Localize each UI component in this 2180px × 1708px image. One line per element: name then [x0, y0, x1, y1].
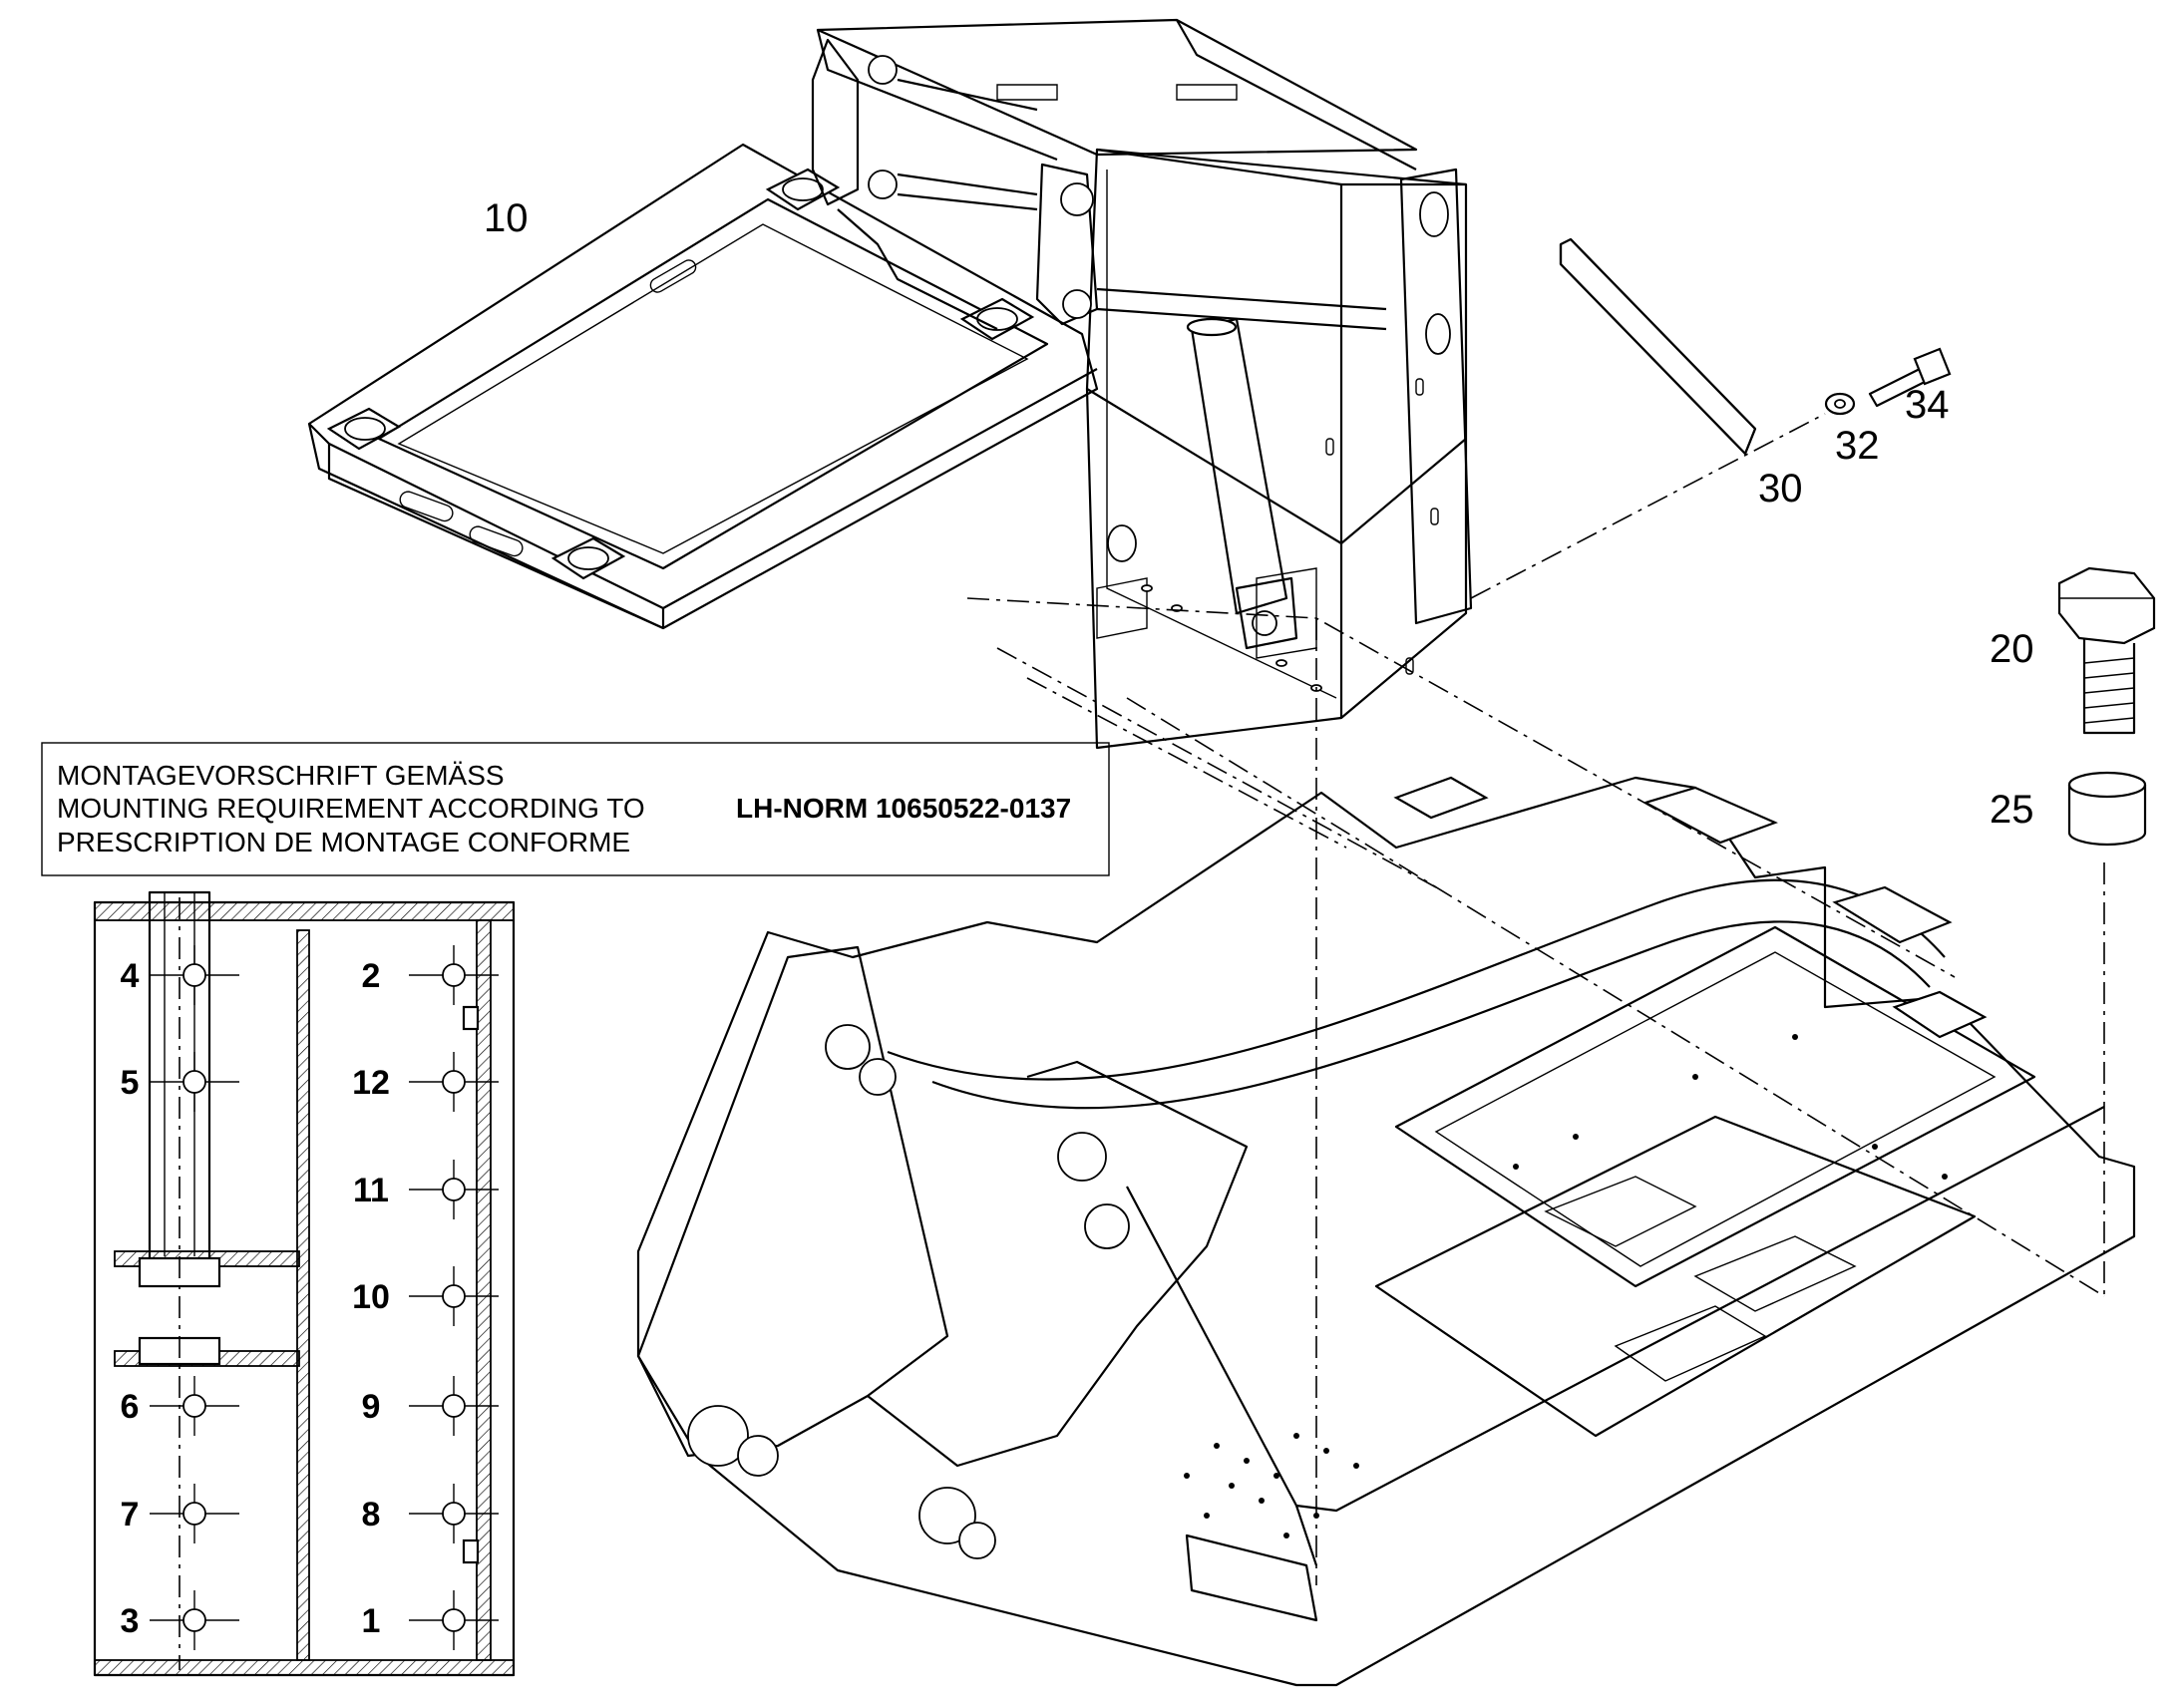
bolt-position	[442, 1070, 466, 1094]
bolt-position	[182, 1502, 206, 1526]
callout-cover-plate: 30	[1758, 467, 1803, 511]
callout-bolt: 20	[1990, 627, 2034, 671]
callout-screw: 34	[1905, 383, 1950, 427]
callout-labels: 10 30 32 34 20 25	[484, 196, 2034, 832]
washer-part-32	[1824, 392, 1856, 416]
sequence-number: 11	[353, 1172, 389, 1209]
bolt-position	[442, 1178, 466, 1201]
sequence-left-column: 4 5 6 7 3	[121, 945, 239, 1650]
sequence-number: 10	[352, 1278, 390, 1316]
callout-sleeve: 25	[1990, 788, 2034, 832]
bolt-position	[442, 1284, 466, 1308]
bolt-position	[442, 1394, 466, 1418]
bolt-position	[182, 1394, 206, 1418]
sequence-number: 4	[121, 957, 140, 995]
sequence-number: 9	[362, 1388, 381, 1426]
note-line-fr: PRESCRIPTION DE MONTAGE CONFORME	[57, 827, 630, 857]
bolt-position	[182, 1608, 206, 1632]
sequence-number: 2	[362, 957, 381, 995]
bolt-position	[182, 1070, 206, 1094]
sequence-number: 1	[362, 1602, 381, 1640]
bolt-position	[442, 1502, 466, 1526]
note-line-en: MOUNTING REQUIREMENT ACCORDING TO	[57, 793, 645, 824]
sequence-number: 7	[121, 1496, 140, 1534]
sequence-number: 12	[352, 1064, 390, 1102]
note-standard: LH-NORM 10650522-0137	[736, 793, 1071, 824]
screw-part-34	[1868, 347, 1952, 408]
sequence-number: 8	[362, 1496, 381, 1534]
callout-washer: 32	[1835, 424, 1880, 468]
callout-frame: 10	[484, 196, 529, 240]
sequence-number: 6	[121, 1388, 140, 1426]
upper-frame-part-10	[307, 18, 1473, 750]
bolt-part-20	[2057, 566, 2156, 735]
bolt-position	[442, 963, 466, 987]
main-frame	[636, 776, 2136, 1687]
bolt-position	[182, 963, 206, 987]
bolt-position	[442, 1608, 466, 1632]
tightening-sequence-section	[93, 890, 516, 1677]
note-line-de: MONTAGEVORSCHRIFT GEMÄSS	[57, 760, 505, 791]
sequence-number: 5	[121, 1064, 140, 1102]
sequence-number: 3	[121, 1602, 140, 1640]
sleeve-part-25	[2067, 771, 2147, 847]
cover-plate-part-30	[1559, 237, 1757, 456]
mounting-requirement-note: MONTAGEVORSCHRIFT GEMÄSS MOUNTING REQUIR…	[41, 742, 1110, 876]
sequence-right-column: 2 12 11 10 9 8 1	[352, 945, 499, 1650]
frame-holes	[1184, 1034, 1948, 1538]
assembly-centerlines	[966, 413, 2105, 1585]
